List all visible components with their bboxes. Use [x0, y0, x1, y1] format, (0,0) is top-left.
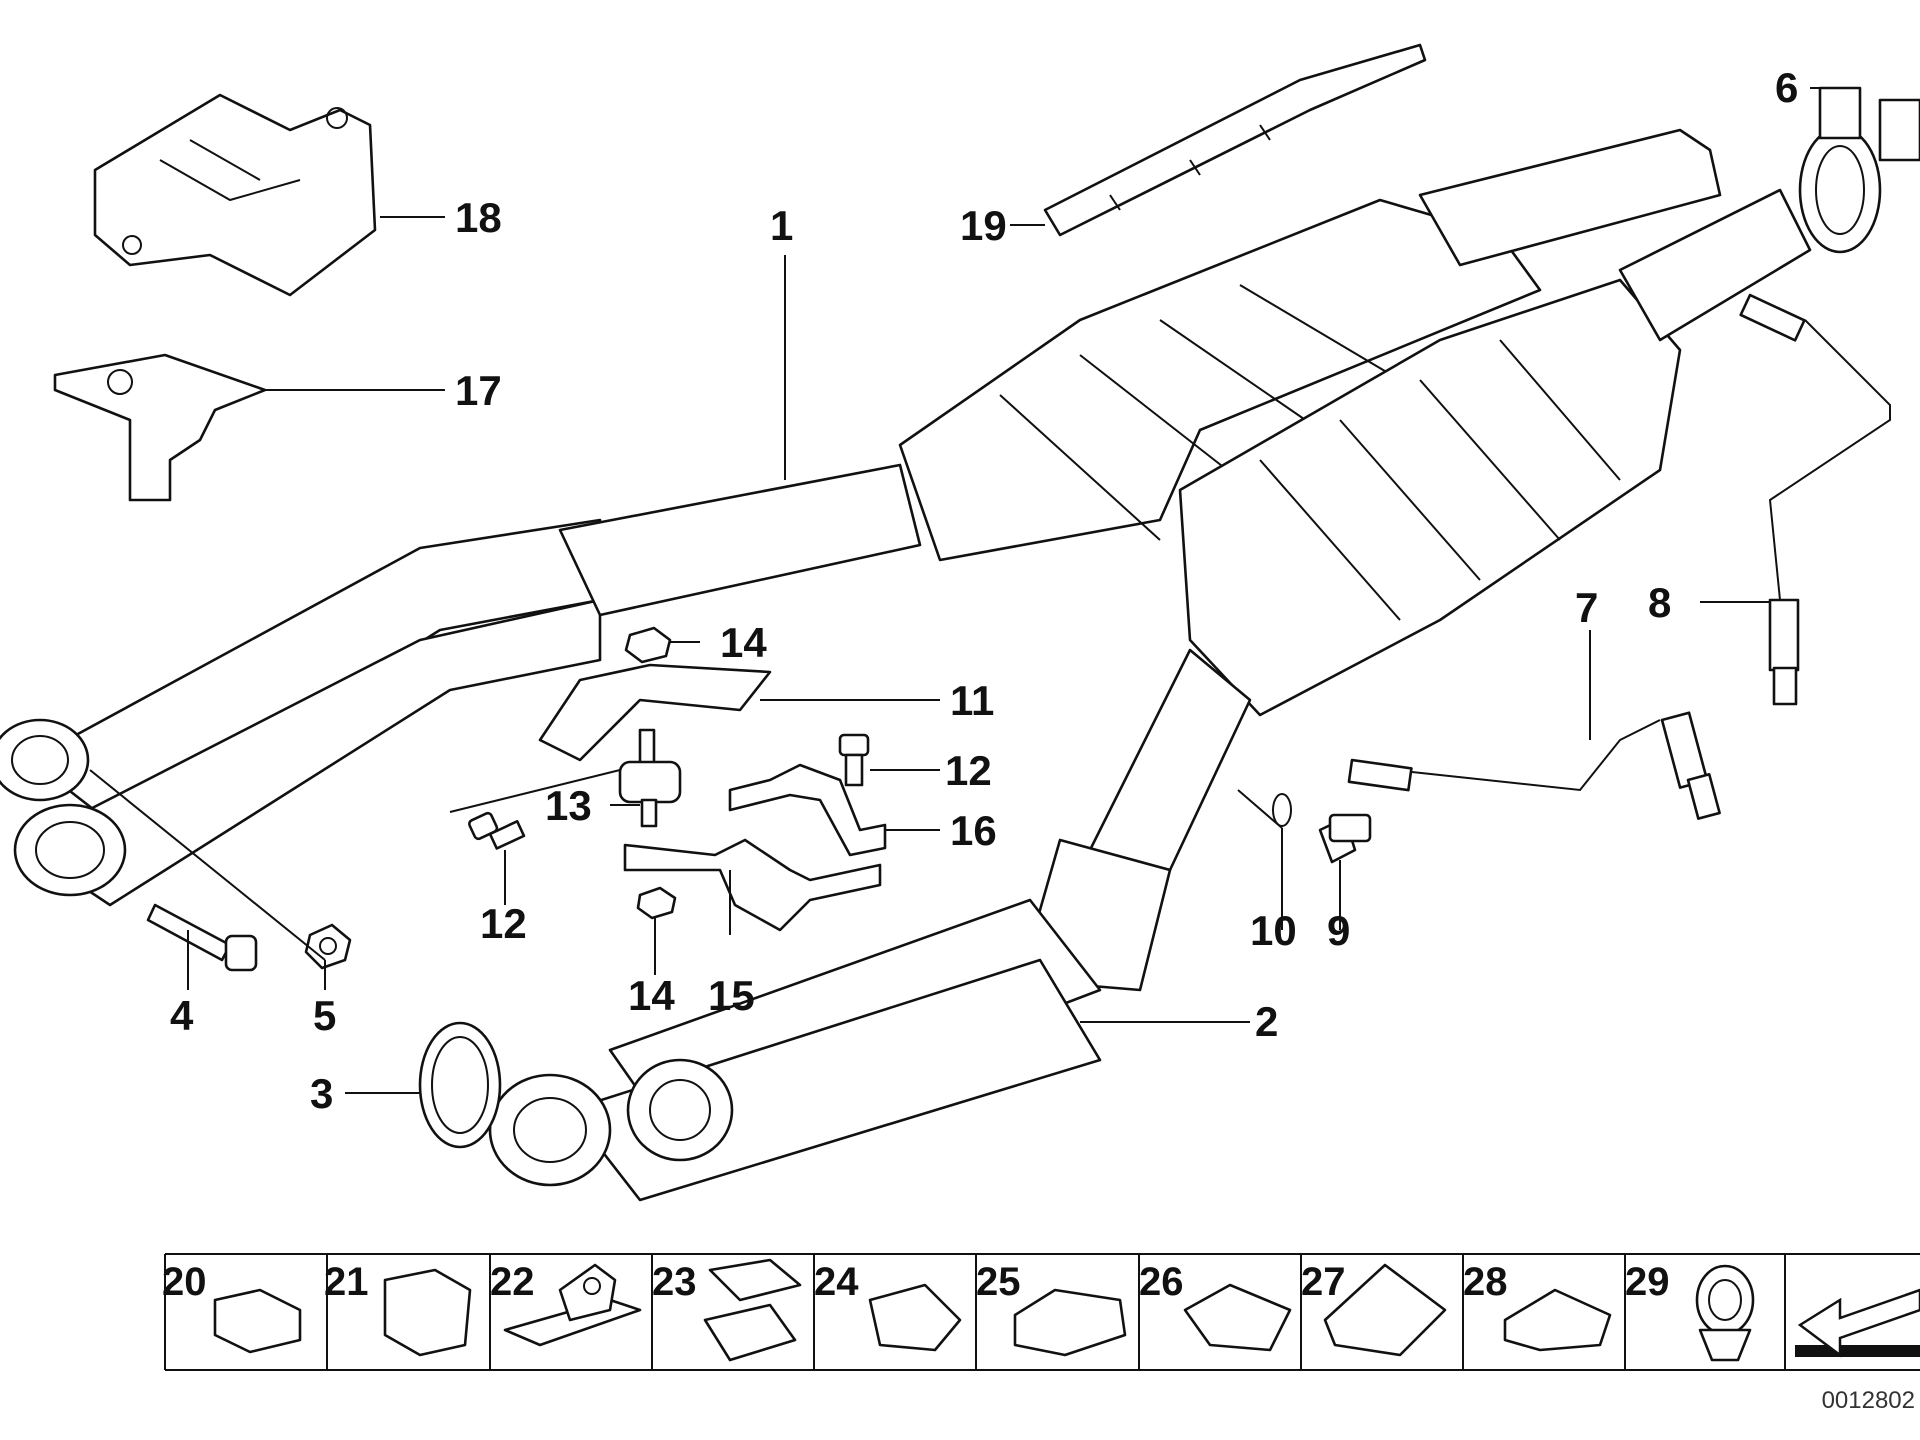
- strip-label-20: 20: [162, 1260, 207, 1304]
- callout-17: 17: [455, 367, 502, 414]
- clip-23: [703, 1258, 802, 1362]
- callout-8: 8: [1648, 579, 1671, 626]
- callout-11: 11: [950, 677, 994, 724]
- callout-19: 19: [960, 202, 1007, 249]
- strip-label-21: 21: [324, 1260, 369, 1304]
- part-17-heat-shield-plate: [53, 353, 267, 502]
- part-15-strap-lower: [623, 838, 882, 932]
- callout-15: 15: [708, 972, 755, 1019]
- strip-label-29: 29: [1625, 1260, 1670, 1304]
- part-14-nut-2: [636, 886, 677, 920]
- part-9-plug-bolt: [1318, 813, 1372, 864]
- clip-22: [503, 1263, 642, 1347]
- clip-24: [868, 1283, 962, 1352]
- callout-10: 10: [1250, 907, 1297, 954]
- part-5-nut: [304, 923, 352, 970]
- callout-7: 7: [1575, 584, 1598, 631]
- small-parts-strip: 20 21 22 23 24 25 26 27 28 29: [162, 1253, 1920, 1371]
- strip-label-27: 27: [1301, 1260, 1346, 1304]
- part-16-strap-upper: [728, 763, 887, 857]
- part-2-lower-y-pipe: [488, 188, 1812, 1202]
- callout-4: 4: [170, 992, 194, 1039]
- strip-label-26: 26: [1139, 1260, 1184, 1304]
- clip-29: [1695, 1264, 1755, 1362]
- part-6-clamp: [1798, 86, 1920, 254]
- callout-1: 1: [770, 202, 793, 249]
- clip-21: [383, 1268, 472, 1357]
- strip-label-24: 24: [814, 1260, 859, 1304]
- clip-26: [1183, 1283, 1292, 1352]
- part-3-gasket-ring: [418, 1021, 502, 1149]
- clip-25: [1013, 1288, 1127, 1357]
- part-12-bolt: [838, 733, 870, 787]
- callout-13: 13: [545, 782, 592, 829]
- part-14-nut: [624, 626, 672, 664]
- strip-label-25: 25: [976, 1260, 1021, 1304]
- callout-12-right: 12: [945, 747, 992, 794]
- callout-3: 3: [310, 1070, 333, 1117]
- callout-5: 5: [313, 992, 336, 1039]
- part-10-o-ring: [1272, 793, 1292, 827]
- strip-label-28: 28: [1463, 1260, 1508, 1304]
- part-19-heat-shield: [1043, 43, 1427, 237]
- callout-6: 6: [1775, 64, 1798, 111]
- strip-label-23: 23: [652, 1260, 697, 1304]
- part-18-cover-box: [93, 93, 377, 297]
- strip-label-22: 22: [490, 1260, 535, 1304]
- clip-20: [213, 1288, 302, 1354]
- part-12-bolt-2: [468, 811, 526, 850]
- callout-labels: 1 2 3 4 5 6 7 8 9 10 11 12 12 13 14 14 1…: [170, 64, 1798, 1117]
- part-7-oxygen-sensor: [1347, 711, 1721, 820]
- callout-16: 16: [950, 807, 997, 854]
- direction-arrow-icon: [1795, 1288, 1920, 1358]
- callout-14-bottom: 14: [628, 972, 675, 1019]
- callout-14-top: 14: [720, 619, 767, 666]
- clip-28: [1503, 1288, 1612, 1352]
- part-13-rubber-mount: [618, 728, 682, 828]
- diagram-code: 0012802: [1822, 1387, 1915, 1414]
- callout-9: 9: [1327, 907, 1350, 954]
- callout-2: 2: [1255, 998, 1278, 1045]
- callout-12-left: 12: [480, 900, 527, 947]
- part-8-oxygen-sensor: [1739, 293, 1891, 706]
- clip-27: [1323, 1263, 1447, 1357]
- part-1-upper-y-pipe: [0, 128, 1722, 907]
- part-11-bracket: [538, 663, 772, 762]
- part-4-bolt: [146, 903, 258, 972]
- leader-lines: [89, 87, 1830, 1094]
- callout-18: 18: [455, 194, 502, 241]
